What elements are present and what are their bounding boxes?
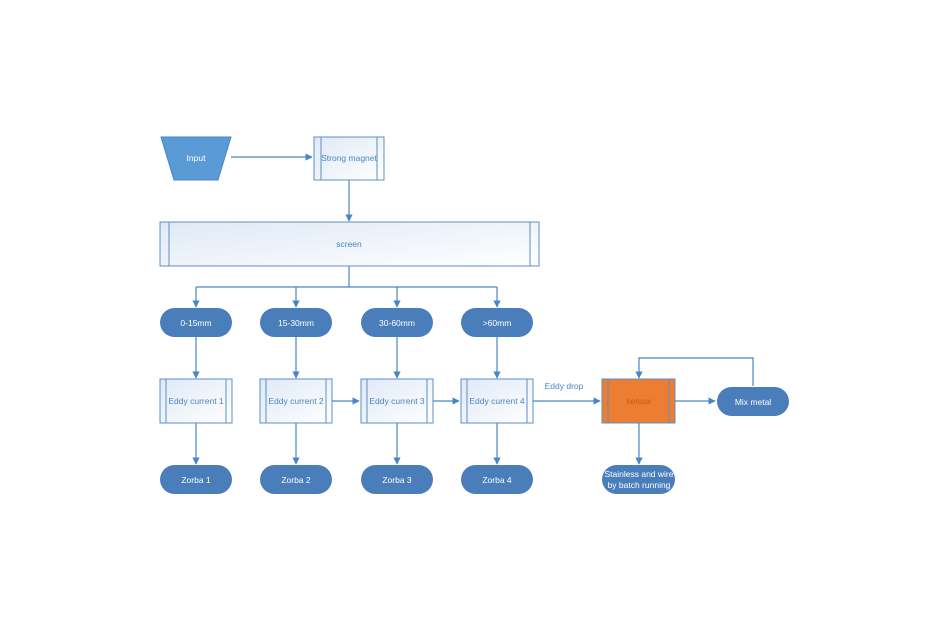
sensor-label: sensor — [626, 396, 652, 406]
zorba-2-label: Zorba 2 — [281, 475, 311, 485]
zorba-4-node: Zorba 4 — [461, 465, 533, 494]
eddy-current-4-label: Eddy current 4 — [469, 396, 525, 406]
stainless-node: Stainless and wire by batch running — [602, 465, 675, 494]
connector-mix-loop — [635, 357, 754, 386]
eddy-current-1-label: Eddy current 1 — [168, 396, 224, 406]
eddy-current-2-node: Eddy current 2 — [259, 378, 333, 424]
stainless-label-line1: Stainless and wire — [605, 469, 674, 479]
strong-magnet-label: Strong magnet — [321, 153, 377, 163]
zorba-1-node: Zorba 1 — [160, 465, 232, 494]
eddy-current-3-label: Eddy current 3 — [369, 396, 425, 406]
sensor-node: sensor — [601, 378, 676, 424]
size-label-30-60: 30-60mm — [379, 318, 415, 328]
screen-label: screen — [336, 239, 362, 249]
zorba-3-node: Zorba 3 — [361, 465, 433, 494]
input-label: Input — [187, 153, 207, 163]
eddy-current-3-node: Eddy current 3 — [360, 378, 434, 424]
connectors — [192, 153, 754, 465]
input-node: Input — [160, 136, 232, 181]
eddy-current-2-label: Eddy current 2 — [268, 396, 324, 406]
zorba-4-label: Zorba 4 — [482, 475, 512, 485]
zorba-1-label: Zorba 1 — [181, 475, 211, 485]
eddy-drop-label: Eddy drop — [545, 381, 584, 391]
zorba-2-node: Zorba 2 — [260, 465, 332, 494]
eddy-current-4-node: Eddy current 4 — [460, 378, 534, 424]
size-node-15-30: 15-30mm — [260, 308, 332, 337]
mix-metal-label: Mix metal — [735, 397, 771, 407]
zorba-3-label: Zorba 3 — [382, 475, 412, 485]
size-node-60-plus: >60mm — [461, 308, 533, 337]
stainless-label-line2: by batch running — [608, 480, 671, 490]
strong-magnet-node: Strong magnet — [313, 136, 385, 181]
size-node-30-60: 30-60mm — [361, 308, 433, 337]
size-label-15-30: 15-30mm — [278, 318, 314, 328]
mix-metal-node: Mix metal — [717, 387, 789, 416]
size-node-0-15: 0-15mm — [160, 308, 232, 337]
size-label-60-plus: >60mm — [483, 318, 512, 328]
eddy-current-1-node: Eddy current 1 — [159, 378, 233, 424]
screen-node: screen — [159, 221, 540, 267]
size-label-0-15: 0-15mm — [180, 318, 211, 328]
